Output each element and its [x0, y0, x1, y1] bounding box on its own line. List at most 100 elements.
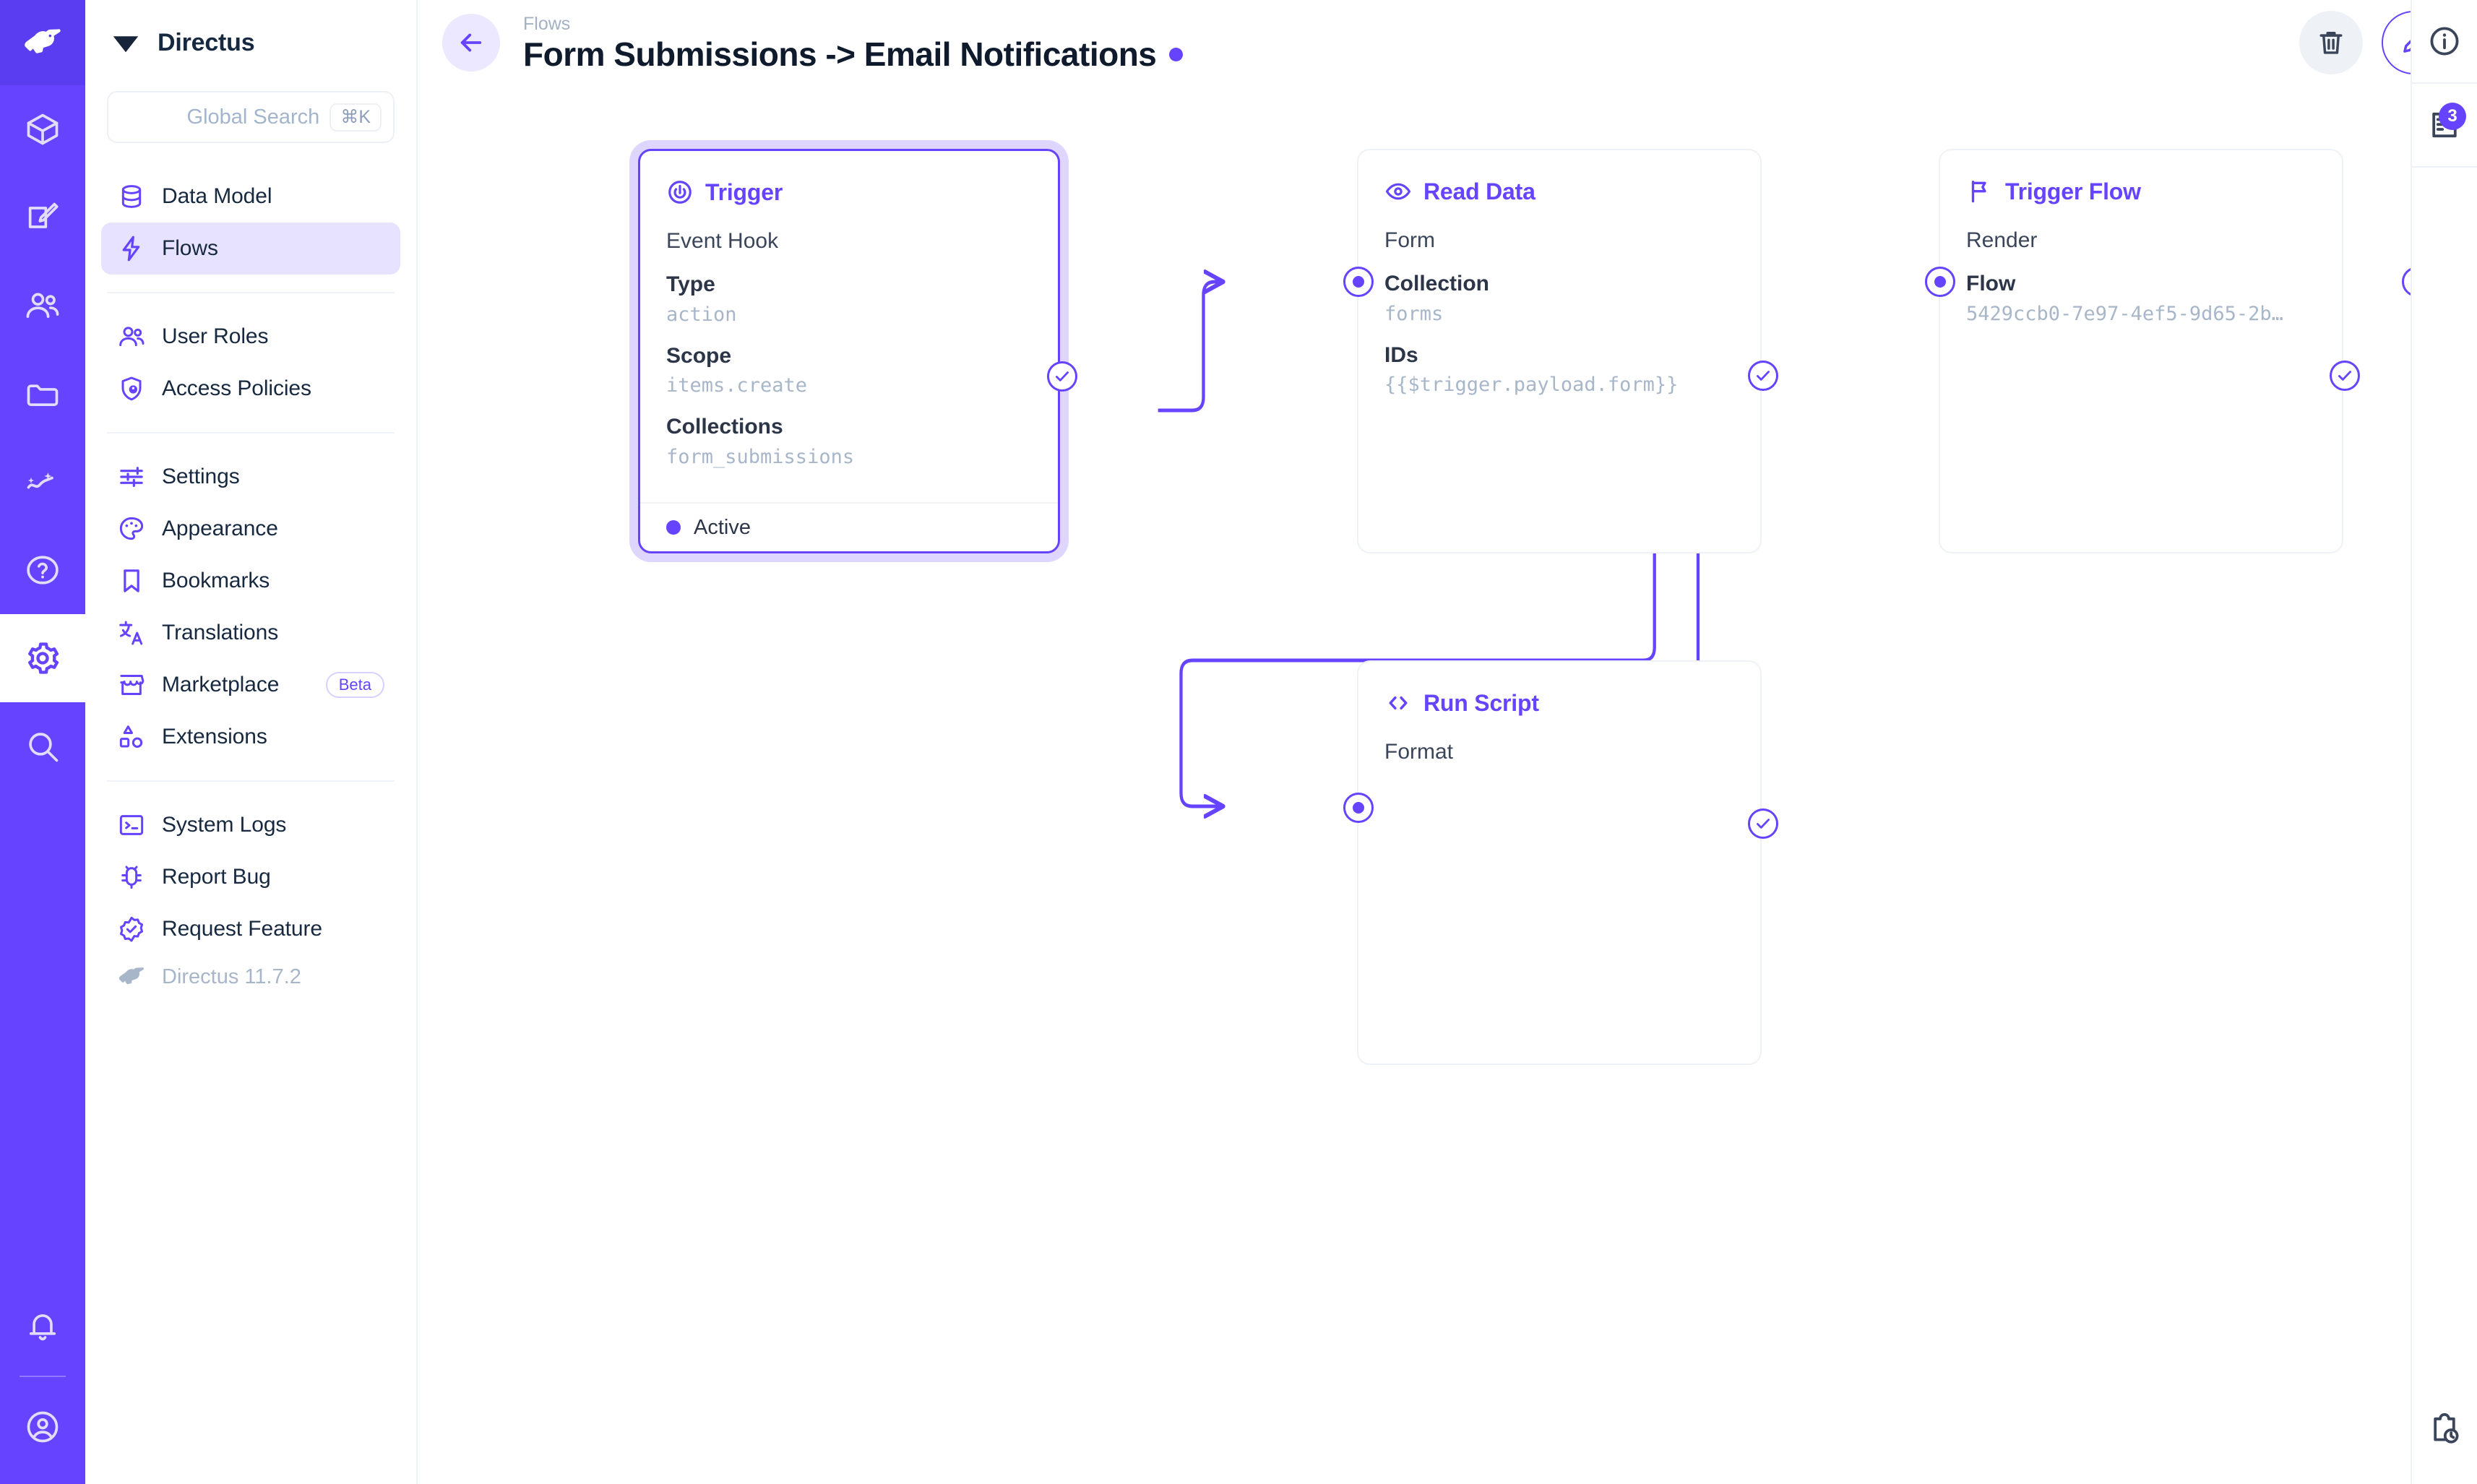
field-value: form_submissions — [666, 445, 855, 468]
flow-node-trigger[interactable]: Trigger Event Hook Type action Scope ite… — [638, 149, 1077, 553]
sidebar-item-label: User Roles — [162, 324, 269, 348]
sidebar-item-user-roles[interactable]: User Roles — [101, 311, 400, 363]
sliders-icon — [120, 467, 143, 487]
trash-icon — [2319, 32, 2343, 54]
sidebar-item-appearance[interactable]: Appearance — [101, 503, 400, 555]
search-shortcut: ⌘K — [329, 103, 382, 131]
module-item-files[interactable] — [0, 350, 85, 438]
flow-node-run-script[interactable]: Run Script Format — [1343, 660, 1778, 1065]
shield-user-icon — [121, 376, 142, 401]
field-value: 5429ccb0-7e97-4ef5-9d65-2b… — [1966, 302, 2283, 325]
flow-canvas[interactable]: Trigger Event Hook Type action Scope ite… — [418, 85, 2477, 1484]
info-circle-icon — [2430, 27, 2459, 56]
directus-mark-icon — [113, 36, 139, 53]
edit-square-icon — [28, 202, 59, 228]
sidebar-item-label: Request Feature — [162, 917, 322, 941]
flow-node-read-data[interactable]: Read Data Form Collection forms IDs {{$t… — [1343, 149, 1778, 553]
back-button[interactable] — [442, 14, 500, 72]
module-item-editor[interactable] — [0, 173, 85, 262]
field-value: {{$trigger.payload.form}} — [1384, 374, 1679, 397]
version-label: Directus 11.7.2 — [162, 965, 301, 988]
delete-button[interactable] — [2299, 11, 2363, 74]
box-icon — [27, 113, 59, 145]
sidebar-divider — [107, 780, 395, 782]
field-key: Collection — [1384, 272, 1490, 295]
check-icon — [2338, 371, 2351, 381]
status-badge — [1169, 48, 1184, 62]
field-key: Scope — [666, 343, 732, 368]
question-circle-icon — [27, 556, 59, 584]
sidebar-item-marketplace[interactable]: Marketplace Beta — [101, 659, 400, 711]
handle-resolve-trigger[interactable] — [1047, 361, 1077, 392]
palette-icon — [119, 517, 144, 540]
handle-input-run-script[interactable] — [1343, 793, 1374, 823]
version-info: Directus 11.7.2 — [85, 958, 416, 996]
check-icon — [1056, 371, 1069, 381]
breadcrumb[interactable]: Flows — [523, 14, 571, 35]
sidebar-item-data-model[interactable]: Data Model — [101, 171, 400, 223]
handle-input-trigger-flow-render[interactable] — [1925, 267, 1955, 297]
sidebar-item-label: Data Model — [162, 184, 272, 208]
node-type-label: Trigger — [705, 178, 783, 205]
node-type: Run Script — [1384, 689, 1734, 717]
sidebar-item-label: Extensions — [162, 725, 267, 749]
info-sidebar-button[interactable] — [2411, 0, 2477, 84]
node-name: Render — [1966, 228, 2038, 252]
sidebar-item-label: System Logs — [162, 813, 287, 837]
terminal-icon — [119, 815, 144, 835]
lightning-bolt-icon — [122, 236, 140, 262]
field-key: Type — [666, 272, 715, 296]
flow-logs-button[interactable] — [2411, 1376, 2477, 1484]
module-item-search[interactable] — [0, 702, 85, 790]
shapes-icon — [119, 725, 143, 749]
sidebar-item-system-logs[interactable]: System Logs — [101, 799, 400, 851]
sidebar-item-report-bug[interactable]: Report Bug — [101, 851, 400, 903]
power-circle-icon — [668, 181, 692, 204]
sidebar-item-bookmarks[interactable]: Bookmarks — [101, 555, 400, 607]
account-button[interactable] — [0, 1383, 85, 1471]
field-value: action — [666, 303, 737, 326]
directus-rabbit-logo — [25, 29, 61, 53]
sidebar-item-label: Flows — [162, 236, 218, 260]
handle-resolve-run-script[interactable] — [1748, 808, 1778, 839]
sidebar-item-access-policies[interactable]: Access Policies — [101, 363, 400, 415]
sidebar-item-label: Report Bug — [162, 865, 271, 889]
sidebar-item-flows[interactable]: Flows — [101, 223, 400, 275]
sidebar-item-settings[interactable]: Settings — [101, 451, 400, 503]
sidebar-item-label: Appearance — [162, 517, 278, 540]
node-body: Read Data Form Collection forms IDs {{$t… — [1358, 150, 1760, 399]
page-title: Form Submissions -> Email Notifications — [523, 35, 1157, 74]
magnifier-icon — [29, 733, 59, 762]
storefront-icon — [120, 675, 145, 695]
notifications-button[interactable] — [0, 1282, 85, 1370]
handle-dot — [1353, 276, 1364, 288]
module-item-content[interactable] — [0, 85, 85, 173]
clipboard-clock-icon — [2434, 1412, 2459, 1444]
database-icon — [121, 185, 142, 208]
flow-node-trigger-flow-render[interactable]: Trigger Flow Render Flow 5429ccb0-7e97-4… — [1925, 149, 2360, 553]
sidebar-divider — [107, 292, 395, 293]
search-placeholder: Global Search — [186, 105, 320, 129]
handle-resolve-read-data[interactable] — [1748, 361, 1778, 391]
arrow-left-icon — [460, 33, 482, 52]
gear-icon — [28, 642, 59, 674]
search-input[interactable]: Global Search ⌘K — [107, 91, 395, 143]
field-key: IDs — [1384, 342, 1418, 367]
directus-logo-button[interactable] — [0, 0, 85, 85]
module-item-users[interactable] — [0, 262, 85, 350]
title-row: Form Submissions -> Email Notifications — [523, 35, 1184, 74]
sidebar-item-label: Settings — [162, 465, 240, 488]
sidebar-nav-list: Data Model Flows User Roles — [85, 171, 416, 996]
handle-resolve-trigger-flow-render[interactable] — [2330, 361, 2360, 391]
module-item-docs[interactable] — [0, 526, 85, 614]
handle-input-read-data[interactable] — [1343, 267, 1374, 297]
node-type: Trigger — [666, 178, 1032, 206]
sidebar-item-extensions[interactable]: Extensions — [101, 711, 400, 763]
module-item-settings[interactable] — [0, 614, 85, 702]
sidebar-item-translations[interactable]: Translations — [101, 607, 400, 659]
revisions-sidebar-button[interactable]: 3 — [2411, 84, 2477, 168]
node-name: Form — [1384, 228, 1435, 252]
module-item-insights[interactable] — [0, 438, 85, 526]
sidebar-item-request-feature[interactable]: Request Feature — [101, 903, 400, 955]
